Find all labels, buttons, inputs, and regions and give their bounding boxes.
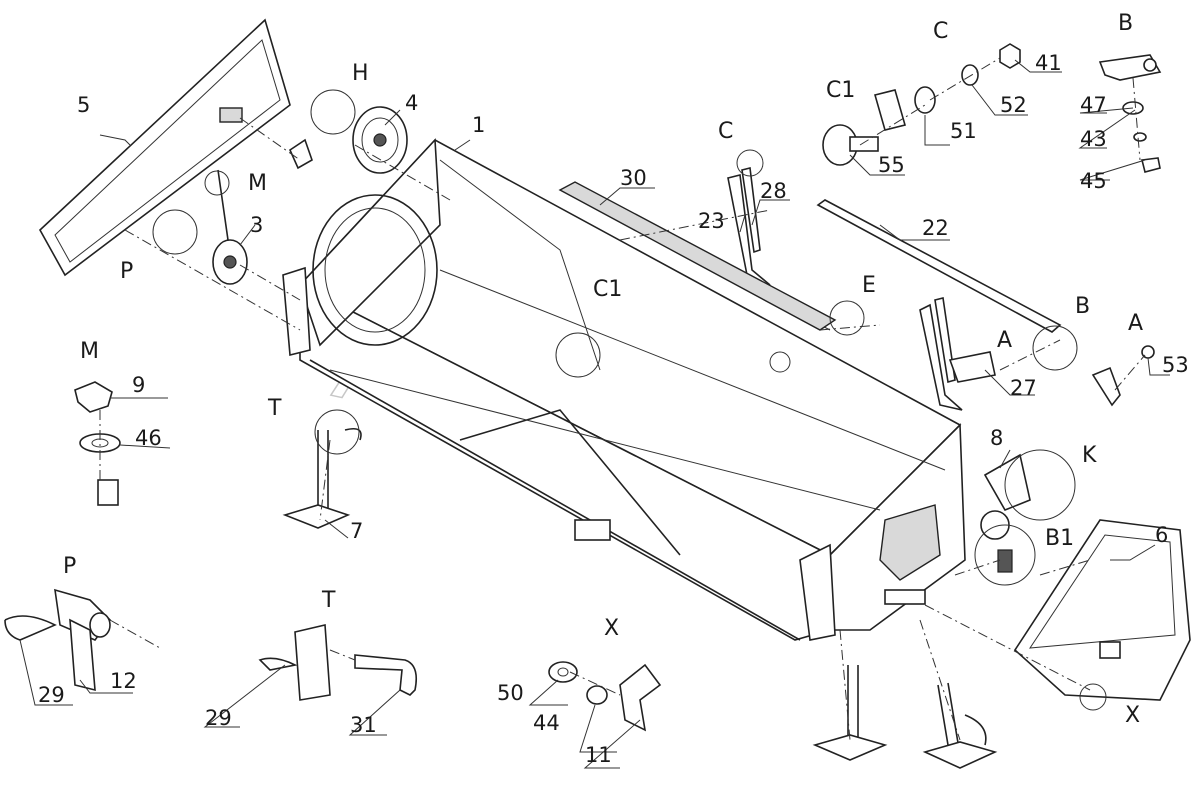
callout-7: 7 [350, 519, 363, 543]
plate-27 [948, 351, 996, 383]
view-label-t-detail: T [321, 588, 336, 613]
nut-9 [74, 381, 113, 413]
callout-11: 11 [585, 743, 612, 767]
cotter-29a [4, 615, 57, 641]
callout-45: 45 [1080, 169, 1107, 193]
callout-28: 28 [760, 179, 787, 203]
callout-22: 22 [922, 216, 949, 240]
view-label-c-detail: C [933, 19, 948, 44]
callout-5: 5 [77, 93, 90, 117]
pin-31 [354, 654, 418, 696]
stand-rear-right [922, 682, 998, 769]
pulley-3 [212, 169, 248, 285]
callout-29a: 29 [38, 683, 65, 707]
callout-46: 46 [135, 426, 162, 450]
rail-22 [816, 199, 1062, 333]
view-label-x-detail: X [604, 616, 619, 641]
callout-9: 9 [132, 373, 145, 397]
callout-27: 27 [1010, 376, 1037, 400]
bracket-h [288, 138, 313, 170]
callout-51: 51 [950, 119, 977, 143]
callout-47: 47 [1080, 93, 1107, 117]
callout-52: 52 [1000, 93, 1027, 117]
hopper-body [282, 138, 1013, 641]
view-label-c1: C1 [593, 277, 622, 302]
cotter-29b [258, 657, 298, 671]
view-label-k: K [1082, 443, 1097, 468]
view-label-a: A [997, 328, 1012, 353]
callout-12: 12 [110, 669, 137, 693]
callout-6: 6 [1155, 523, 1168, 547]
bracket-c [874, 89, 906, 131]
view-label-b-detail: B [1118, 11, 1133, 36]
view-label-x: X [1125, 703, 1140, 728]
callout-3: 3 [250, 213, 263, 237]
callout-23: 23 [698, 209, 725, 233]
strip-28 [741, 167, 761, 254]
view-label-b: B [1075, 294, 1090, 319]
side-cover-5 [38, 18, 291, 277]
callout-29b: 29 [205, 706, 232, 730]
pin-12 [54, 588, 112, 692]
callout-1: 1 [472, 113, 485, 137]
callout-53: 53 [1162, 353, 1189, 377]
view-label-p-detail: P [63, 554, 76, 579]
bushing [97, 479, 119, 506]
washer-50 [548, 661, 578, 683]
view-label-m-detail: M [80, 339, 99, 364]
view-label-a-detail: A [1128, 311, 1143, 336]
stand-rear-left [812, 665, 888, 761]
callout-30: 30 [620, 166, 647, 190]
view-labels: H M M P P T T C1 C1 C C B B B1 A A E K X… [63, 11, 1143, 728]
callout-41: 41 [1035, 51, 1062, 75]
callout-4: 4 [405, 91, 418, 115]
side-cover-6 [1013, 519, 1191, 701]
view-label-e: E [862, 273, 876, 298]
washer-44 [586, 685, 608, 705]
plate-a [1091, 366, 1121, 407]
view-label-t: T [267, 396, 282, 421]
strip-right [919, 297, 963, 411]
detail-circles [152, 89, 1107, 711]
wing-nut-11 [619, 663, 662, 732]
callout-labels: 1 3 4 5 6 7 8 9 11 12 22 23 27 28 29 29 … [38, 51, 1189, 767]
tube-30 [558, 181, 837, 331]
leader-lines [19, 59, 1170, 769]
callout-31: 31 [350, 713, 377, 737]
view-label-c: C [718, 119, 733, 144]
pulley-4 [352, 106, 408, 174]
hinge-b [1098, 54, 1162, 81]
washer-51 [914, 86, 936, 114]
callout-50: 50 [497, 681, 524, 705]
bracket-8 [983, 453, 1031, 512]
bolt-55 [822, 124, 879, 166]
callout-8: 8 [990, 426, 1003, 450]
stand-7 [282, 427, 362, 529]
view-label-h: H [352, 61, 369, 86]
view-label-p: P [120, 259, 133, 284]
strip-23 [727, 174, 771, 286]
nut-41 [999, 43, 1021, 69]
socket-t [294, 624, 331, 701]
callout-44: 44 [533, 711, 560, 735]
view-label-b1: B1 [1045, 526, 1074, 551]
callout-55: 55 [878, 153, 905, 177]
washer-43 [1133, 132, 1147, 142]
bolt-45 [1141, 157, 1161, 173]
view-label-c1-detail: C1 [826, 78, 855, 103]
callout-43: 43 [1080, 127, 1107, 151]
washer-52 [961, 64, 979, 86]
view-label-m: M [248, 171, 267, 196]
